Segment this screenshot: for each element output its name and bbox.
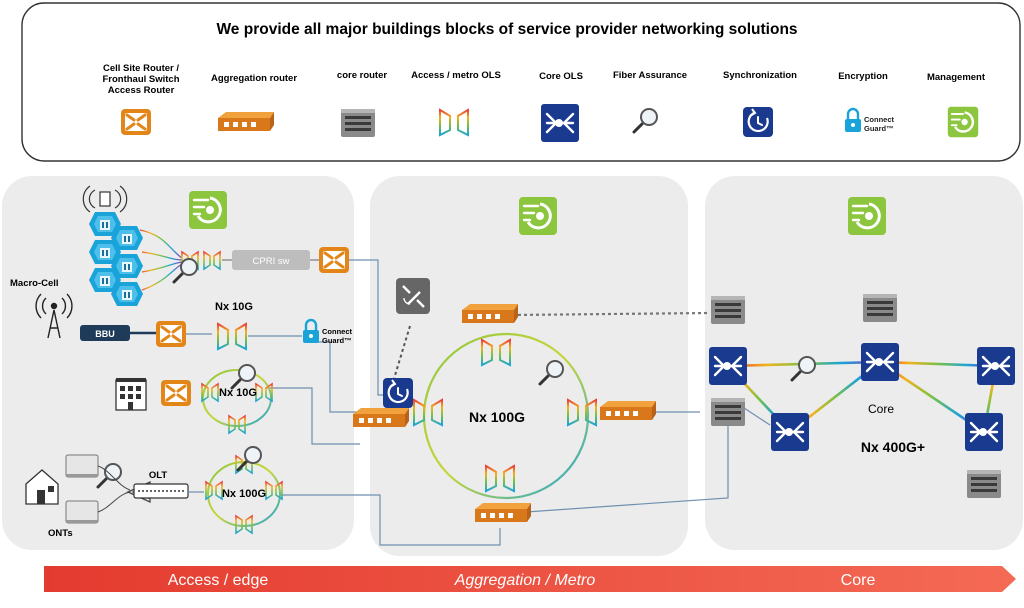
core-speed-label: Nx 400G+: [861, 439, 925, 455]
legend-label-fiber-assurance: Fiber Assurance: [613, 70, 687, 81]
bbu-label: BBU: [95, 329, 115, 339]
core-label: Core: [868, 402, 894, 416]
legend-item-core-router: core router: [337, 70, 387, 137]
satellite-icon: [396, 278, 430, 314]
legend-label-cell-site-router: Cell Site Router /: [103, 63, 179, 74]
core-router-2: [863, 294, 897, 322]
fiber-links: [265, 259, 729, 546]
arrow-access-label: Access / edge: [168, 572, 269, 589]
nx10g-ring: [202, 369, 272, 427]
core-ols-5: [963, 411, 1005, 453]
arrow-aggregation-label: Aggregation / Metro: [454, 572, 596, 589]
aggregation-region-panel: [370, 176, 688, 556]
legend-item-access-metro-ols: Access / metro OLS: [411, 70, 501, 136]
management-icon: [946, 105, 980, 139]
core-router-icon: [341, 109, 375, 137]
core-ols-1: [707, 345, 749, 387]
olt-device: [133, 483, 189, 499]
agg-router-top: [462, 304, 518, 323]
dotted-link: [511, 311, 709, 317]
synchronization-icon: [741, 105, 775, 139]
legend-label-core-ols: Core OLS: [539, 71, 583, 82]
olt-label: OLT: [149, 470, 167, 481]
access-router-building: [159, 378, 193, 408]
arrow-core-label: Core: [841, 572, 876, 589]
macro-cell-group: Macro-Cell: [10, 185, 221, 306]
stage-arrow: Access / edge Aggregation / Metro Core: [44, 566, 1016, 592]
legend-item-encryption: Encryption Connect Guard™: [838, 71, 895, 134]
legend-label-aggregation-router: Aggregation router: [211, 73, 297, 84]
macro-cell-label: Macro-Cell: [10, 278, 59, 289]
core-ols-icon: [539, 102, 581, 144]
cell-site-router-icon: [119, 107, 153, 137]
onts-label: ONTs: [48, 528, 73, 539]
core-management-icon: [846, 195, 888, 237]
legend-label-access-router: Access Router: [108, 85, 175, 96]
ont-top: [65, 454, 99, 478]
nx100g-access-label: Nx 100G: [222, 488, 266, 500]
house-icon: [25, 469, 59, 505]
access-management-icon: [187, 189, 229, 231]
legend-label-synchronization: Synchronization: [723, 70, 797, 81]
connectguard-line1: Connect: [322, 327, 353, 336]
core-ols-2: [859, 341, 901, 383]
ont-bottom: [65, 500, 99, 524]
building-icon: [115, 378, 147, 411]
legend-item-cell-site-router: Cell Site Router / Fronthaul Switch Acce…: [102, 63, 180, 137]
nx10g-top-label: Nx 10G: [215, 301, 253, 313]
aggregation-ring-label: Nx 100G: [469, 409, 525, 425]
agg-router-bottom: [475, 503, 531, 522]
core-ols-3: [975, 345, 1017, 387]
legend-label-access-metro-ols: Access / metro OLS: [411, 70, 501, 81]
tower-icon: [35, 293, 73, 339]
legend-connectguard-line1: Connect: [864, 115, 895, 124]
aggregation-router-icon: [218, 112, 274, 131]
legend-item-aggregation-router: Aggregation router: [211, 73, 297, 131]
core-router-4: [967, 470, 1001, 498]
cpri-switch: CPRI sw: [222, 250, 320, 270]
legend-label-management: Management: [927, 72, 986, 83]
connectguard-line2: Guard™: [322, 336, 352, 345]
agg-router-left: [353, 408, 409, 427]
core-ols-4: [769, 411, 811, 453]
bbu: BBU: [80, 325, 157, 341]
legend-label-encryption: Encryption: [838, 71, 888, 82]
aggregation-management-icon: [517, 195, 559, 237]
legend-item-synchronization: Synchronization: [723, 70, 797, 139]
cell-site-router-cpri: [317, 245, 351, 275]
core-router-1: [711, 296, 745, 324]
legend-item-management: Management: [927, 72, 986, 139]
core-router-3: [711, 398, 745, 426]
legend-label-fronthaul-switch: Fronthaul Switch: [102, 74, 179, 85]
legend-label-core-router: core router: [337, 70, 387, 81]
legend-title: We provide all major buildings blocks of…: [216, 21, 797, 38]
cell-site-router-bbu: [154, 319, 188, 349]
legend-item-fiber-assurance: Fiber Assurance: [613, 70, 687, 134]
legend-item-core-ols: Core OLS: [539, 71, 583, 144]
nx10g-ring-label: Nx 10G: [219, 387, 257, 399]
agg-sync-icon: [381, 376, 415, 410]
legend-connectguard-line2: Guard™: [864, 124, 894, 133]
sync-dotted-link: [392, 325, 411, 383]
cpri-sw-label: CPRI sw: [253, 256, 290, 267]
agg-router-right: [600, 401, 656, 420]
